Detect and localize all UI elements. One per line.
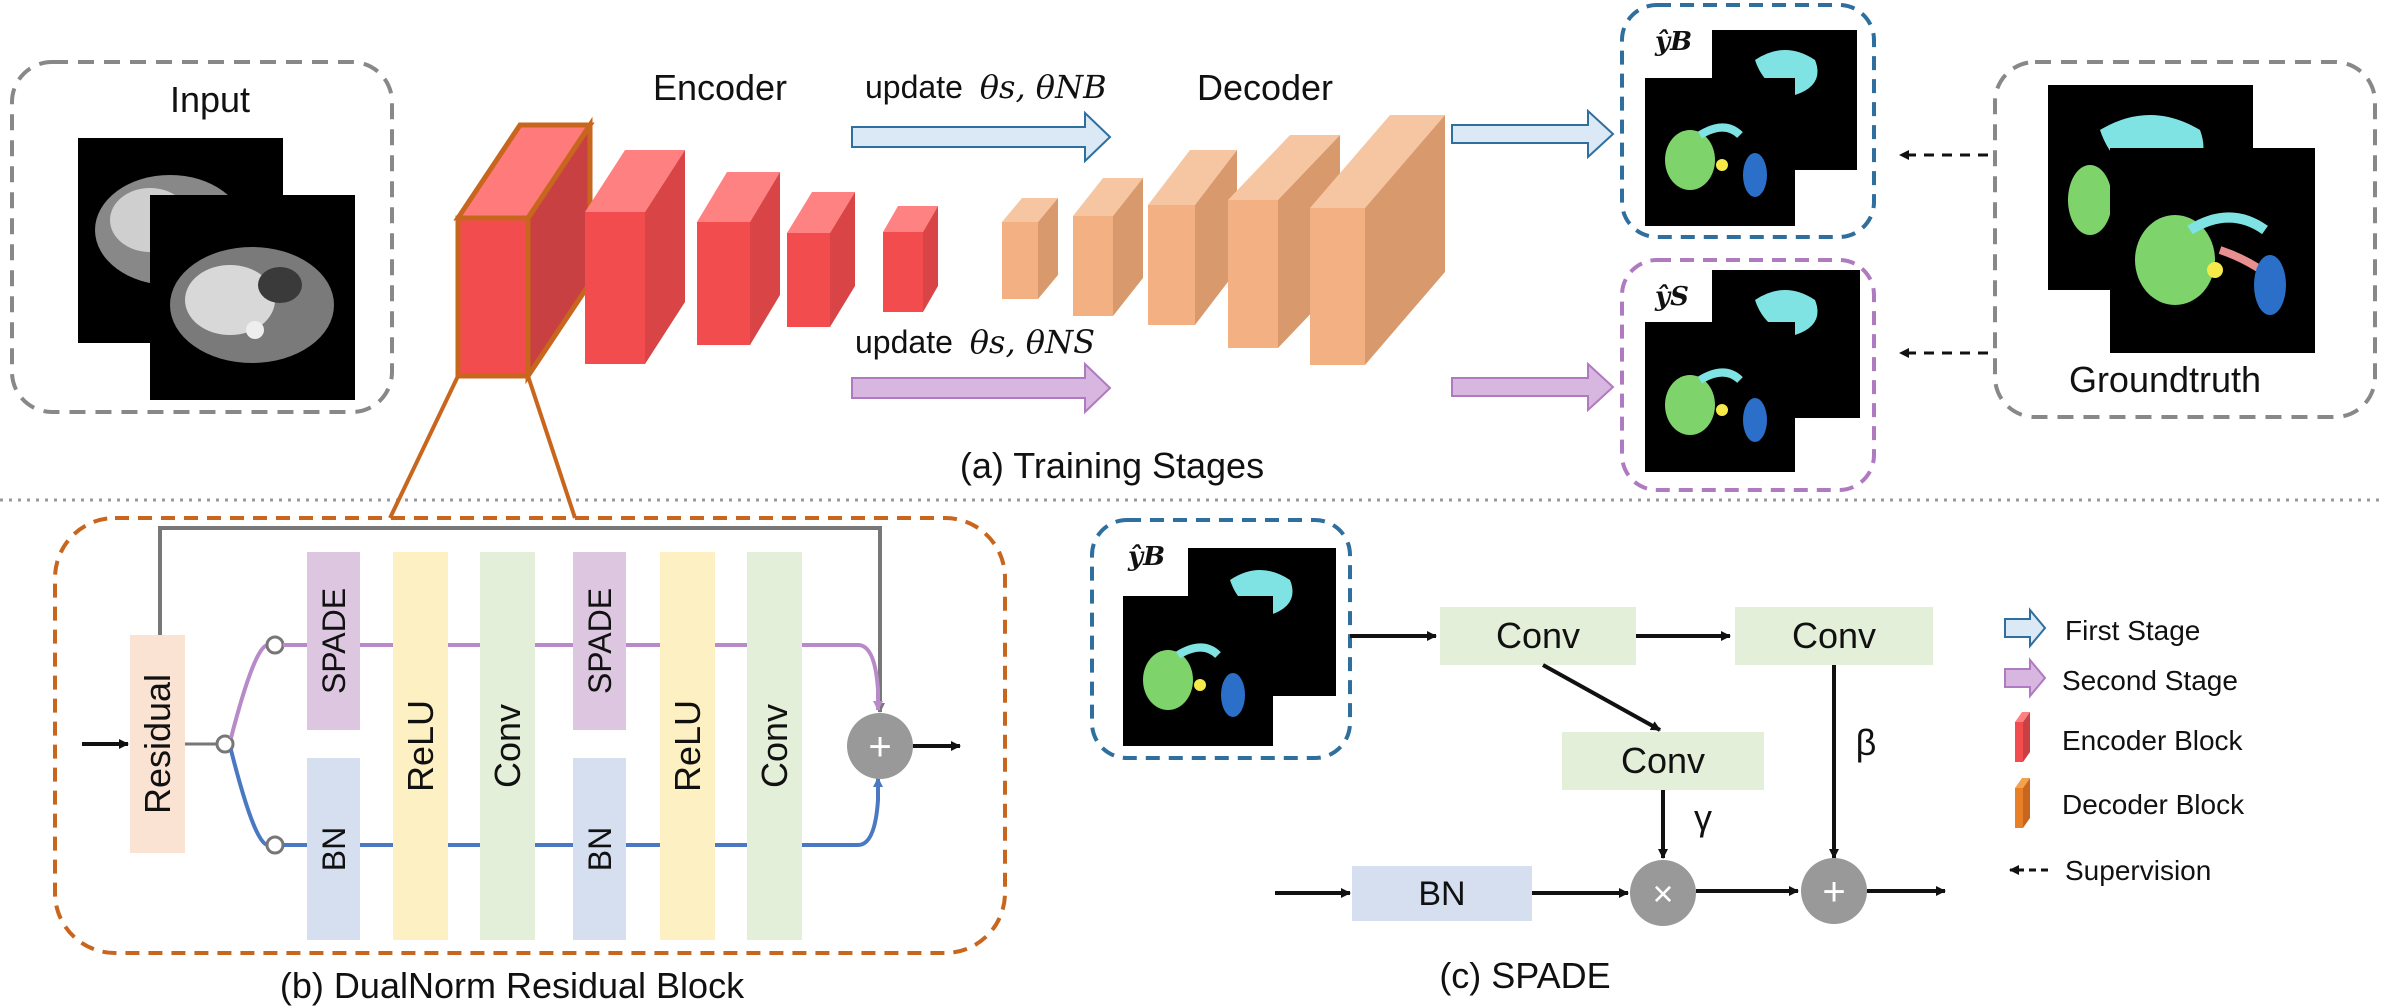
spade-caption: (c) SPADE: [1439, 955, 1610, 996]
spade-mask-front: [1123, 596, 1273, 746]
first-stage-output-arrow: [1451, 108, 1615, 160]
residual-label: Residual: [137, 674, 178, 814]
zoom-line-left: [388, 375, 460, 519]
conv-box-2: [747, 552, 802, 940]
spade-label-2: SPADE: [582, 588, 618, 694]
spade-add-symbol: +: [1822, 870, 1845, 914]
dualnorm-caption: (b) DualNorm Residual Block: [280, 965, 745, 1006]
encoder-block-5: [883, 206, 938, 312]
encoder-block-1: [458, 125, 590, 376]
legend-item-supervision: Supervision: [2009, 855, 2211, 886]
spade-box-2: [573, 552, 626, 730]
bn-box-2: [573, 758, 626, 940]
encoder-block-legend-icon: [2015, 712, 2030, 762]
legend-item-decoder-block: Decoder Block: [2015, 778, 2245, 828]
encoder-label: Encoder: [653, 67, 787, 108]
spade-conv-a-label: Conv: [1496, 615, 1580, 656]
spade-conv-c-label: Conv: [1621, 740, 1705, 781]
legend-label-first-stage: First Stage: [2065, 615, 2200, 646]
spade-bn-label: BN: [1418, 875, 1465, 913]
upper-branch-curve: [229, 643, 269, 739]
residual-box: [130, 635, 185, 853]
decoder-label: Decoder: [1197, 67, 1333, 108]
decoder-block-3: [1148, 150, 1237, 325]
spade-pred-label: ŷB: [1127, 542, 1165, 572]
encoder-block-3: [697, 172, 780, 345]
legend: First Stage Second Stage Encoder Block D…: [2004, 607, 2245, 886]
pred-b-label: ŷB: [1654, 27, 1692, 57]
skip-connection: [158, 526, 885, 713]
conv-label-1: Conv: [487, 704, 528, 788]
decoder-block-2: [1073, 178, 1143, 316]
legend-label-decoder-block: Decoder Block: [2062, 789, 2245, 820]
bn-box-1: [307, 758, 360, 940]
first-stage-legend-icon: [2004, 607, 2047, 649]
second-stage-legend-icon: [2004, 657, 2047, 699]
groundtruth-mask-front: [2110, 148, 2315, 353]
legend-item-first-stage: First Stage: [2004, 607, 2200, 649]
first-stage-arrow: [851, 110, 1112, 164]
relu-box-2: [660, 552, 715, 940]
spade-multiply-symbol: ×: [1652, 873, 1673, 914]
input-label: Input: [170, 79, 250, 120]
spade-multiply-node: [1630, 860, 1696, 926]
spade-label-1: SPADE: [316, 588, 352, 694]
spade-conv-c-box: [1562, 732, 1764, 790]
legend-label-second-stage: Second Stage: [2062, 665, 2238, 696]
decoder-block-4: [1228, 135, 1340, 348]
lower-branch-curve: [229, 749, 269, 847]
zoom-line-right: [526, 375, 577, 519]
decoder-block-5: [1310, 115, 1445, 365]
spade-pred-panel: [1090, 518, 1352, 760]
encoder-block-2: [585, 150, 685, 364]
relu-box-1: [393, 552, 448, 940]
bn-label-2: BN: [582, 827, 618, 871]
upper-branch-node: [265, 635, 285, 655]
legend-item-encoder-block: Encoder Block: [2015, 712, 2244, 762]
pred-s-panel: [1620, 258, 1876, 492]
spade-bn-box: [1352, 866, 1532, 921]
update-b-label: update θs, θNB: [865, 68, 1107, 106]
ct-scan-front: [150, 195, 355, 400]
decoder-block-1: [1002, 198, 1058, 299]
spade-conv-a-to-c-arrow: [1542, 663, 1661, 732]
lower-branch-node: [265, 835, 285, 855]
second-stage-output-arrow: [1451, 361, 1615, 413]
pred-b-mask-front: [1645, 78, 1795, 226]
beta-label: β: [1856, 722, 1877, 763]
lower-merge-curve: [857, 777, 883, 847]
upper-merge-curve: [857, 643, 883, 711]
groundtruth-panel: [1993, 60, 2377, 419]
update-s-label: update θs, θNS: [855, 323, 1095, 361]
training-caption: (a) Training Stages: [960, 445, 1264, 486]
decoder-block-legend-icon: [2015, 778, 2030, 828]
spade-add-node: [1801, 858, 1867, 924]
legend-label-encoder-block: Encoder Block: [2062, 725, 2244, 756]
spade-conv-b-label: Conv: [1792, 615, 1876, 656]
groundtruth-label: Groundtruth: [2069, 359, 2261, 400]
input-panel: [10, 60, 394, 414]
dualnorm-panel: [53, 516, 1007, 955]
spade-conv-b-box: [1735, 607, 1933, 665]
pred-s-mask-front: [1645, 322, 1795, 472]
bn-label-1: BN: [316, 827, 352, 871]
relu-label-2: ReLU: [667, 700, 708, 792]
encoder-block-4: [787, 192, 855, 327]
spade-conv-a-box: [1440, 607, 1636, 665]
pred-s-label: ŷS: [1654, 282, 1689, 312]
conv-box-1: [480, 552, 535, 940]
gamma-label: γ: [1694, 797, 1712, 838]
legend-label-supervision: Supervision: [2065, 855, 2211, 886]
pred-b-panel: [1620, 3, 1876, 239]
relu-label-1: ReLU: [400, 700, 441, 792]
second-stage-arrow: [851, 361, 1112, 415]
split-node: [215, 734, 235, 754]
residual-add-symbol: +: [868, 725, 891, 769]
legend-item-second-stage: Second Stage: [2004, 657, 2238, 699]
spade-box-1: [307, 552, 360, 730]
residual-add-node: [847, 713, 913, 779]
conv-label-2: Conv: [754, 704, 795, 788]
